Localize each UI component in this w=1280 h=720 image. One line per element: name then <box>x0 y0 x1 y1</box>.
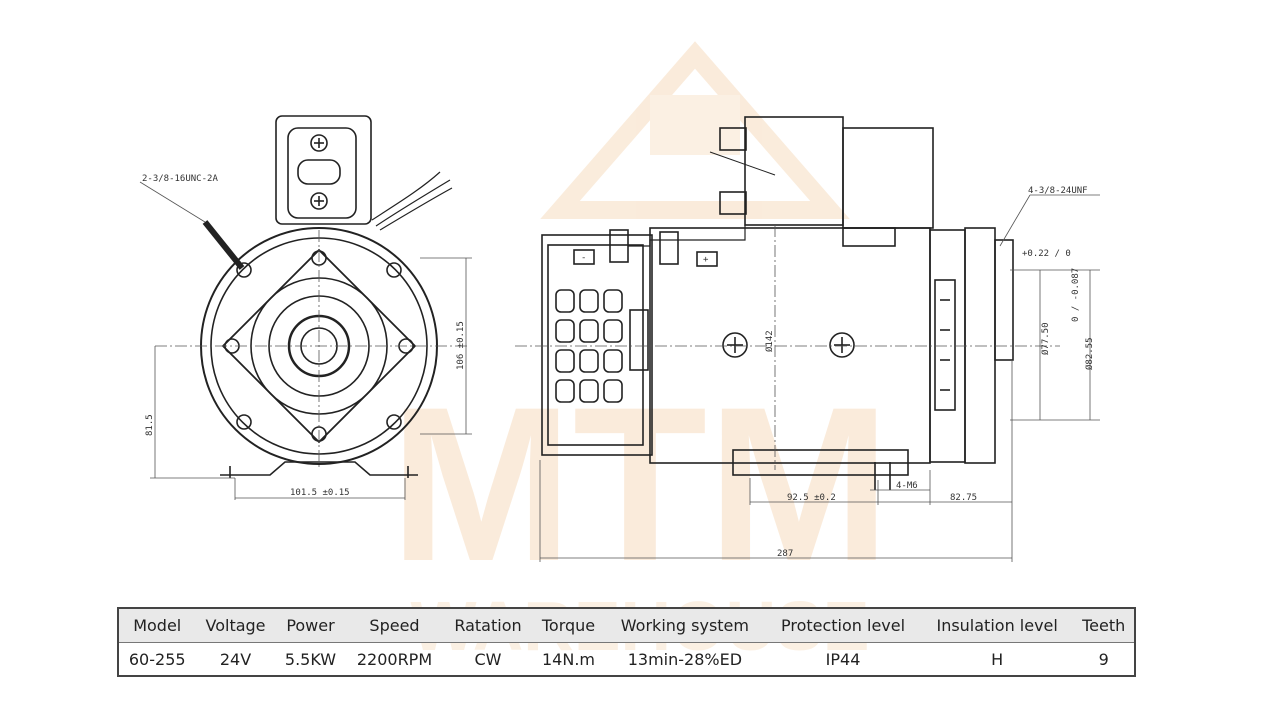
spec-cell-teeth: 9 <box>1073 642 1136 677</box>
spec-cell-rotation: CW <box>443 642 533 677</box>
terminal-neg-label: - <box>581 253 586 263</box>
spec-cell-insulation: H <box>920 642 1074 677</box>
spec-cell-speed: 2200RPM <box>345 642 444 677</box>
side-view-shaft-dia2: Ø82.55 <box>1084 337 1095 370</box>
end-view-thread-callout: 2-3/8-16UNC-2A <box>142 174 218 184</box>
spec-header-teeth: Teeth <box>1073 607 1136 643</box>
spec-header-working-system: Working system <box>604 607 766 643</box>
spec-header-speed: Speed <box>345 607 444 643</box>
side-view-body-dia: Ø142 <box>764 330 775 352</box>
spec-cell-voltage: 24V <box>195 642 276 677</box>
side-view-dim-flange: 82.75 <box>950 493 977 503</box>
terminal-pos-label: + <box>703 255 709 265</box>
spec-cell-working-system: 13min-28%ED <box>604 642 766 677</box>
spec-header-power: Power <box>275 607 346 643</box>
side-view-thread-callout: 4-3/8-24UNF <box>1028 186 1088 196</box>
spec-header-rotation: Ratation <box>443 607 533 643</box>
end-view-dim-height: 106 ±0.15 <box>456 321 466 370</box>
side-view <box>541 116 1014 490</box>
spec-header-model: Model <box>116 607 196 643</box>
spec-table: Model Voltage Power Speed Ratation Torqu… <box>116 607 1136 677</box>
spec-cell-power: 5.5KW <box>275 642 346 677</box>
spec-header-protection: Protection level <box>765 607 921 643</box>
spec-cell-model: 60-255 <box>116 642 196 677</box>
spec-cell-torque: 14N.m <box>532 642 605 677</box>
watermark-text: MTM <box>390 361 891 607</box>
spec-header-torque: Torque <box>532 607 605 643</box>
spec-table-header-row: Model Voltage Power Speed Ratation Torqu… <box>116 607 1136 643</box>
spec-cell-protection: IP44 <box>765 642 921 677</box>
side-view-dim-length: 287 <box>777 549 793 559</box>
table-row: 60-255 24V 5.5KW 2200RPM CW 14N.m 13min-… <box>116 642 1136 677</box>
spec-header-voltage: Voltage <box>195 607 276 643</box>
end-view-dim-width: 101.5 ±0.15 <box>290 488 350 498</box>
end-view-dim-center: 81.5 <box>145 414 155 436</box>
side-view-shaft-tol2: +0.22 / 0 <box>1022 249 1071 259</box>
side-view-shaft-dia1: Ø77.50 <box>1040 322 1051 355</box>
side-view-dim-foot: 92.5 ±0.2 <box>787 493 836 503</box>
spec-header-insulation: Insulation level <box>920 607 1074 643</box>
side-view-dim-holes: 4-M6 <box>896 481 918 491</box>
side-view-shaft-tol1: 0 / -0.087 <box>1071 268 1081 322</box>
